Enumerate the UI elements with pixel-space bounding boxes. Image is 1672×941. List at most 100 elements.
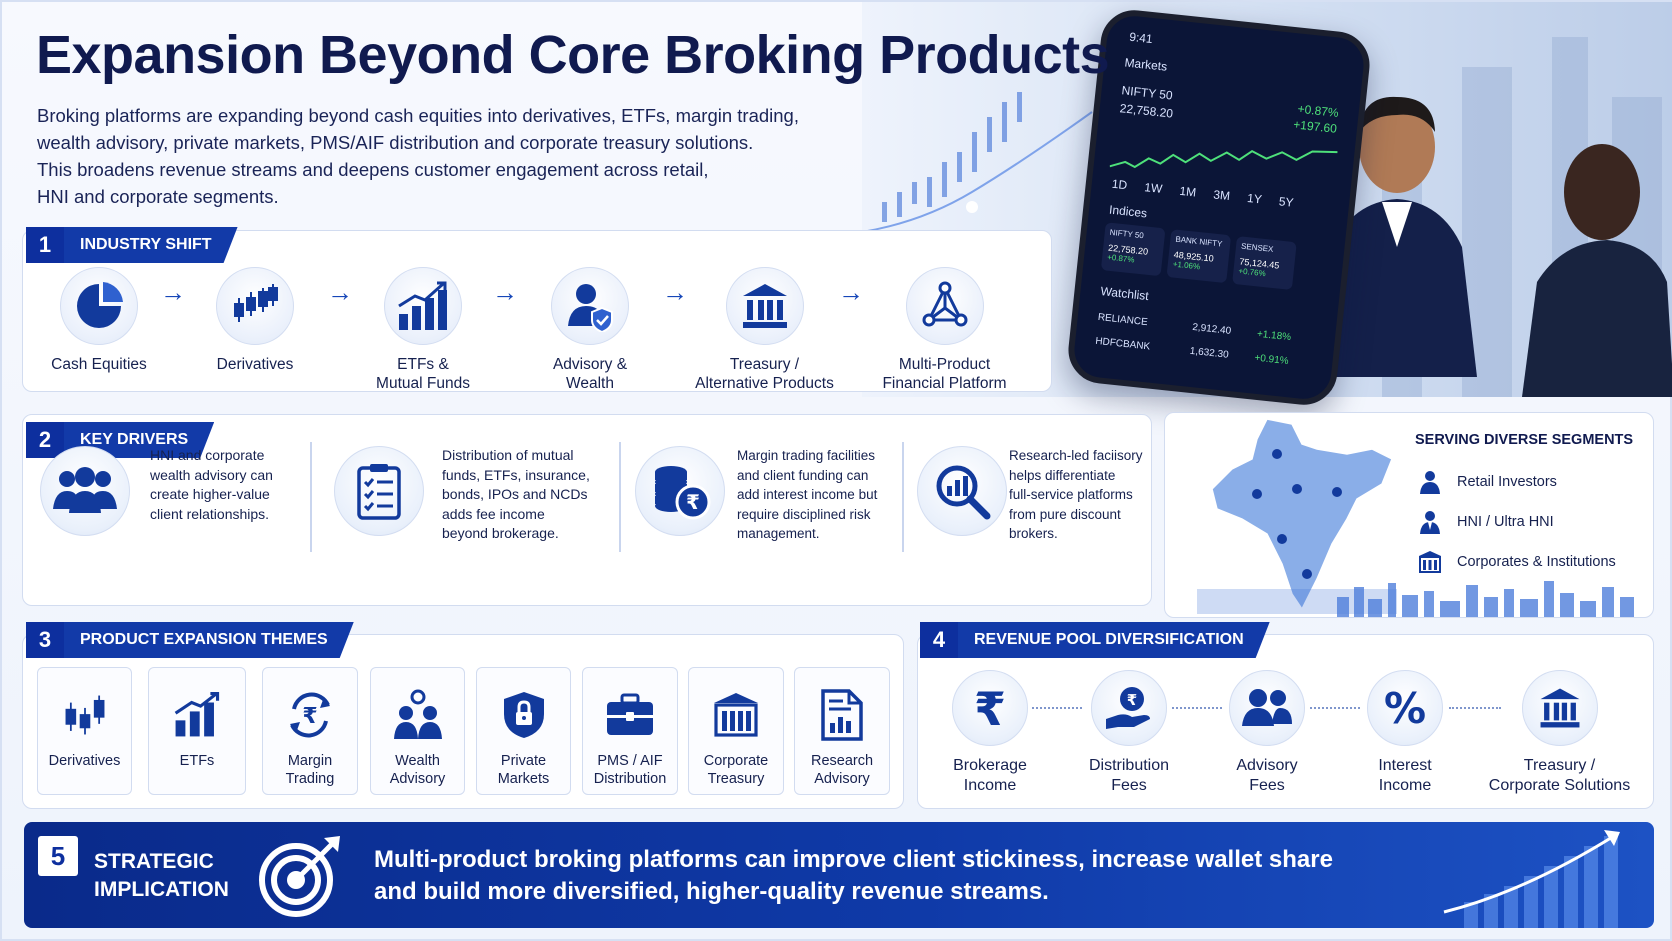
industry-shift-panel	[22, 230, 1052, 392]
corporate-building-icon	[714, 693, 758, 737]
strategic-implication-banner: 5 STRATEGIC IMPLICATION Multi-product br…	[24, 822, 1654, 928]
candlestick-icon	[234, 284, 278, 322]
lock-shield-icon	[503, 692, 544, 738]
svg-text:₹: ₹	[302, 704, 317, 729]
group-icon	[1242, 689, 1292, 726]
section-header-revenue-pool: 4 Revenue Pool Diversification	[920, 622, 1270, 658]
coins-rupee-icon: ₹	[655, 466, 711, 520]
wealth-advisor-icon	[393, 689, 442, 739]
checklist-icon	[357, 464, 401, 520]
segment-hni: HNI / Ultra HNI	[1417, 510, 1554, 534]
svg-text:₹: ₹	[686, 490, 700, 514]
briefcase-icon	[607, 693, 653, 735]
divider	[310, 442, 312, 552]
revenue-treasury-corporate: Treasury /Corporate Solutions	[1472, 670, 1647, 796]
phone-index-name: NIFTY 50	[1120, 83, 1174, 103]
strategic-implication-text: Multi-product broking platforms can impr…	[374, 846, 1333, 905]
divider	[902, 442, 904, 552]
phone-index-change: +197.60	[1292, 117, 1338, 136]
pie-chart-icon	[77, 282, 123, 328]
research-magnifier-icon	[936, 465, 991, 520]
connector-dots	[1310, 707, 1360, 709]
segments-title: SERVING DIVERSE SEGMENTS	[1415, 432, 1634, 448]
strategic-implication-label: STRATEGIC IMPLICATION	[94, 850, 229, 901]
connector-dots	[1032, 707, 1082, 709]
flow-arrow: →	[160, 277, 186, 307]
city-skyline-decoration	[1337, 581, 1634, 617]
svg-text:%: %	[1384, 687, 1426, 729]
flow-step-etfs-mutual-funds: ETFs &Mutual Funds	[338, 267, 508, 393]
section-header-product-themes: 3 Product Expansion Themes	[26, 622, 354, 658]
rupee-cycle-icon: ₹	[290, 692, 330, 738]
theme-etfs: ETFs	[148, 667, 246, 795]
flow-step-derivatives: Derivatives	[170, 267, 340, 374]
network-icon	[922, 281, 967, 327]
trading-app-phone: 9:41 Markets NIFTY 50 22,758.20 +0.87% +…	[1065, 6, 1373, 409]
percent-icon: %	[1384, 687, 1426, 729]
flow-step-advisory-wealth: Advisory &Wealth	[505, 267, 675, 393]
group-icon	[53, 467, 117, 513]
bar-growth-icon	[398, 281, 447, 330]
flow-step-cash-equities: Cash Equities	[14, 267, 184, 374]
theme-derivatives: Derivatives	[37, 667, 132, 795]
divider	[619, 442, 621, 552]
section-header-key-drivers: 2 Key Drivers	[26, 422, 214, 458]
phone-indices-label: Indices	[1108, 202, 1148, 221]
client-person-illustration	[1522, 144, 1672, 397]
growth-bars-decoration	[1443, 830, 1620, 928]
svg-text:₹: ₹	[974, 685, 1006, 731]
connector-dots	[1172, 707, 1222, 709]
segment-retail-investors: Retail Investors	[1417, 470, 1557, 494]
section-number: 5	[38, 836, 78, 876]
intro-paragraph: Broking platforms are expanding beyond c…	[37, 105, 799, 207]
hni-icon	[1420, 511, 1440, 534]
candlestick-decoration	[862, 92, 1093, 233]
phone-index-pct: +0.87%	[1296, 101, 1340, 120]
report-icon	[821, 689, 863, 741]
connector-dots	[1449, 707, 1501, 709]
svg-text:₹: ₹	[1127, 691, 1137, 709]
phone-screen-title: Markets	[1123, 55, 1168, 74]
page-title: Expansion Beyond Core Broking Products	[36, 25, 1110, 85]
advisor-person-illustration	[1322, 96, 1477, 377]
flow-arrow: →	[838, 277, 864, 307]
candlestick-icon	[65, 695, 104, 735]
flow-step-treasury-alternative: Treasury /Alternative Products	[677, 267, 852, 393]
rupee-icon: ₹	[974, 685, 1006, 731]
section-header-industry-shift: 1 Industry Shift	[26, 227, 238, 263]
phone-line-chart	[1109, 149, 1338, 169]
phone-time: 9:41	[1128, 29, 1154, 47]
phone-index-value: 22,758.20	[1119, 101, 1174, 121]
bank-icon	[1540, 688, 1579, 728]
bar-growth-icon	[174, 692, 220, 737]
advisor-shield-icon	[568, 284, 613, 332]
flow-arrow: →	[662, 277, 688, 307]
flow-arrow: →	[327, 277, 353, 307]
bank-icon	[742, 284, 787, 328]
flow-arrow: →	[492, 277, 518, 307]
segment-corporates: Corporates & Institutions	[1417, 550, 1616, 574]
retail-investor-icon	[1420, 471, 1440, 494]
hand-rupee-icon: ₹	[1106, 687, 1150, 729]
target-icon	[259, 836, 340, 917]
phone-watchlist-label: Watchlist	[1099, 284, 1150, 304]
corporate-building-icon	[1419, 551, 1441, 573]
